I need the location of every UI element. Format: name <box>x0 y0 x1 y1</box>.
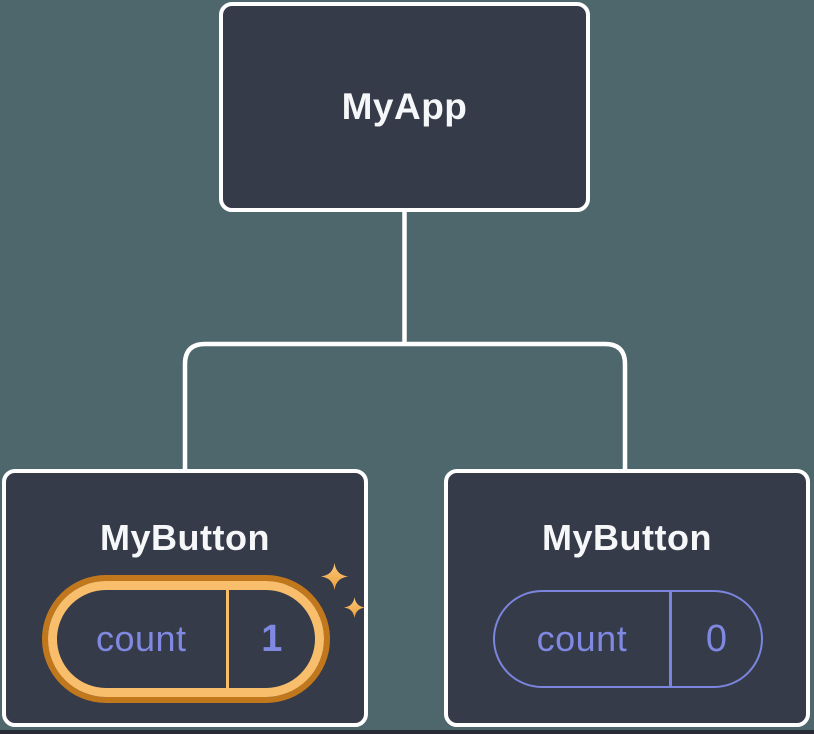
sparkle-icon <box>321 563 365 618</box>
bottom-edge-strip <box>0 730 814 734</box>
state-name-label: count <box>536 618 628 659</box>
connector-bracket <box>182 341 628 471</box>
node-mybutton-2-label: MyButton <box>542 517 712 558</box>
state-name-label: count <box>95 618 187 659</box>
state-value: 1 <box>261 617 283 660</box>
state-pill-highlighted: count 1 <box>48 581 324 697</box>
node-mybutton-highlighted: MyButton count 1 <box>2 469 368 727</box>
node-myapp-label: MyApp <box>341 86 468 127</box>
pill-divider <box>225 590 229 688</box>
node-mybutton-plain: MyButton count 0 <box>444 469 810 727</box>
state-value: 0 <box>705 617 727 660</box>
node-myapp: MyApp <box>219 2 590 212</box>
state-pill-plain: count 0 <box>493 590 763 688</box>
pill-divider <box>668 592 672 686</box>
node-mybutton-1-label: MyButton <box>100 517 270 558</box>
